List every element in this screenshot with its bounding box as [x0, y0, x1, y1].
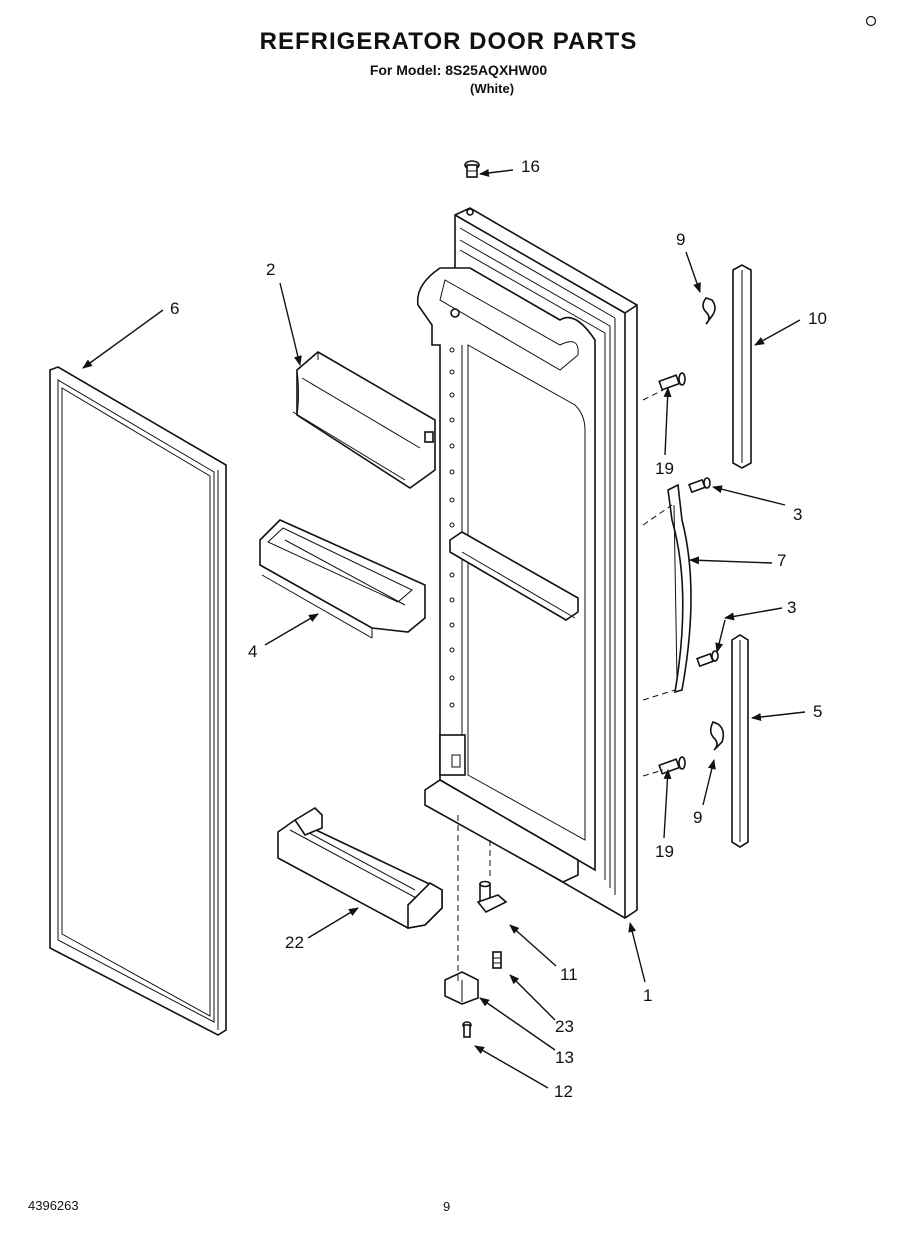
- trim-clip-upper: [702, 297, 716, 325]
- hinge-block: [444, 971, 479, 1005]
- door-bin-top: [292, 351, 436, 489]
- callout-1: 1: [643, 986, 652, 1005]
- callout-5: 5: [813, 702, 822, 721]
- document-number: 4396263: [28, 1198, 79, 1213]
- door-gasket: [49, 366, 227, 1036]
- callout-4: 4: [248, 642, 257, 661]
- color-variant: (White): [470, 81, 515, 96]
- door-bin-bottom: [277, 806, 443, 929]
- callout-13: 13: [555, 1048, 574, 1067]
- callout-23: 23: [555, 1017, 574, 1036]
- page-number: 9: [443, 1199, 451, 1214]
- lower-hinge-bracket: [476, 880, 508, 914]
- callout-3-upper: 3: [793, 505, 802, 524]
- callout-3-lower: 3: [787, 598, 796, 617]
- top-bushing: [464, 160, 480, 178]
- model-subtitle: For Model: 8S25AQXHW00: [369, 62, 548, 78]
- page-title: REFRIGERATOR DOOR PARTS: [259, 28, 638, 55]
- door-bin-middle: [259, 519, 426, 639]
- trim-strip-lower: [731, 634, 749, 848]
- handle-screw-lower: [696, 650, 719, 668]
- callout-22: 22: [285, 933, 304, 952]
- door-assembly: [416, 207, 638, 919]
- callout-9-lower: 9: [693, 808, 702, 827]
- callout-6: 6: [170, 299, 179, 318]
- corner-mark-icon: [865, 15, 877, 27]
- callout-19-upper: 19: [655, 459, 674, 478]
- callout-12: 12: [554, 1082, 573, 1101]
- callout-16: 16: [521, 157, 540, 176]
- trim-strip-upper: [732, 264, 752, 469]
- callout-7: 7: [777, 551, 786, 570]
- trim-clip-lower: [709, 720, 725, 751]
- handle-screw-upper: [688, 477, 711, 494]
- hinge-screw: [492, 951, 502, 969]
- screw-lower: [658, 756, 686, 775]
- callout-9-upper: 9: [676, 230, 685, 249]
- callout-2: 2: [266, 260, 275, 279]
- callout-19-lower: 19: [655, 842, 674, 861]
- callout-11: 11: [560, 965, 578, 984]
- door-handle: [667, 483, 692, 694]
- screw-upper: [658, 372, 686, 391]
- hinge-block-screw: [462, 1021, 472, 1038]
- callout-10: 10: [808, 309, 827, 328]
